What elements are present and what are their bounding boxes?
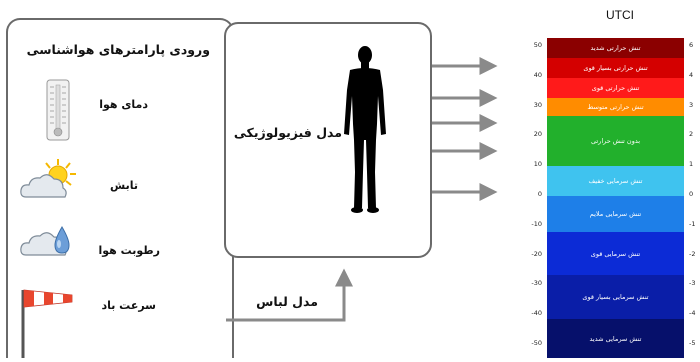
band-moderate-cold: تنش سرمایی ملایم <box>547 196 684 232</box>
utci-tick-left: -40 <box>520 309 542 317</box>
utci-tick-right: -5 <box>689 339 700 347</box>
band-no-thermal-stress: بدون تنش حرارتی <box>547 116 684 166</box>
band-extreme-heat: تنش حرارتی شدید <box>547 38 684 58</box>
utci-tick-right: -4 <box>689 309 700 317</box>
utci-tick-left: -10 <box>520 220 542 228</box>
utci-tick-left: 30 <box>520 101 542 109</box>
utci-tick-right: 4 <box>689 71 700 79</box>
utci-tick-left: -50 <box>520 339 542 347</box>
utci-tick-left: -30 <box>520 279 542 287</box>
band-extreme-cold: تنش سرمایی شدید <box>547 319 684 358</box>
utci-scale: تنش حرارتی شدید تنش حرارتی بسیار قوی تنش… <box>547 38 684 358</box>
utci-tick-left: 0 <box>520 190 542 198</box>
band-very-strong-heat: تنش حرارتی بسیار قوی <box>547 58 684 78</box>
utci-tick-right: -2 <box>689 250 700 258</box>
utci-tick-right: -3 <box>689 279 700 287</box>
utci-tick-right: 1 <box>689 160 700 168</box>
utci-tick-right: 3 <box>689 101 700 109</box>
utci-tick-left: 10 <box>520 160 542 168</box>
utci-tick-right: 2 <box>689 130 700 138</box>
utci-tick-left: 20 <box>520 130 542 138</box>
band-moderate-heat: تنش حرارتی متوسط <box>547 98 684 116</box>
utci-tick-right: 0 <box>689 190 700 198</box>
utci-tick-right: 6 <box>689 41 700 49</box>
utci-tick-left: 40 <box>520 71 542 79</box>
utci-tick-left: -20 <box>520 250 542 258</box>
band-slight-cold: تنش سرمایی خفیف <box>547 166 684 196</box>
utci-tick-left: 50 <box>520 41 542 49</box>
band-very-strong-cold: تنش سرمایی بسیار قوی <box>547 275 684 319</box>
band-strong-cold: تنش سرمایی قوی <box>547 232 684 275</box>
arrow-clothing <box>226 276 344 320</box>
utci-title: UTCI <box>606 8 634 22</box>
utci-tick-right: -1 <box>689 220 700 228</box>
band-strong-heat: تنش حرارتی قوی <box>547 78 684 98</box>
